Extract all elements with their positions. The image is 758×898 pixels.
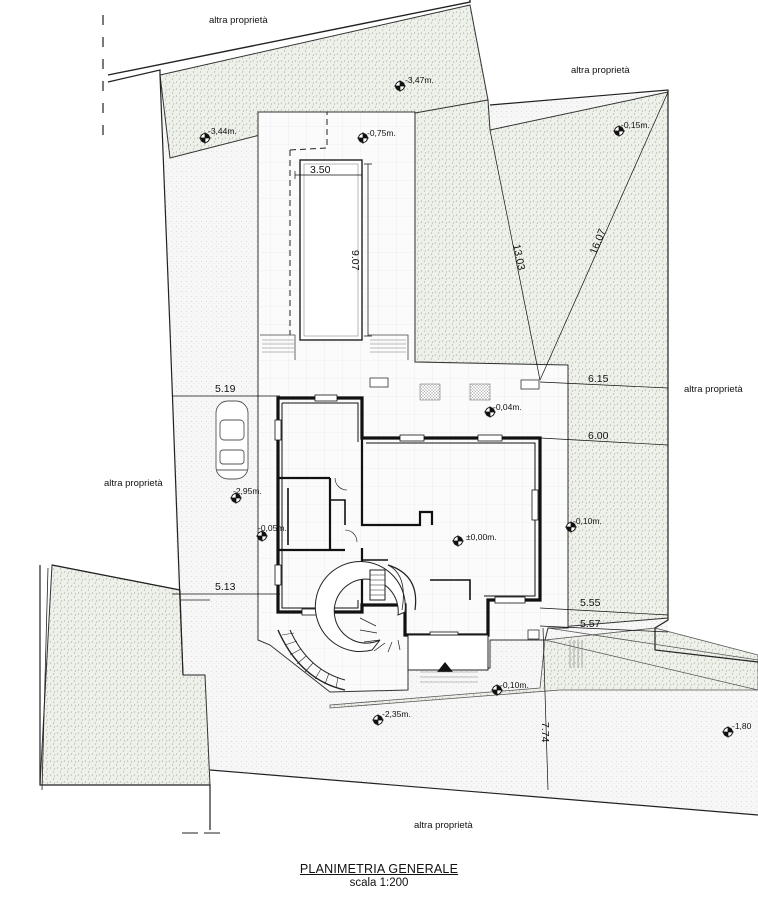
pool-inner <box>303 163 359 337</box>
boundary-southwest <box>39 564 211 830</box>
door-swing-2 <box>334 477 348 491</box>
pool-deck-left <box>260 334 296 360</box>
elevation-e5: -0,04m. <box>493 402 522 412</box>
elevation-e8: ±0,00m. <box>466 532 497 542</box>
elevation-marker-icon <box>372 714 384 726</box>
elevation-e9: -0,10m. <box>573 516 602 526</box>
house-partition-3 <box>287 488 346 545</box>
pool-deck-right <box>368 334 409 360</box>
dim-right-4: 5.57 <box>580 618 601 630</box>
property-label-left: altra proprietà <box>104 478 163 489</box>
dim-pool-width: 3.50 <box>310 164 331 176</box>
elevation-marker-icon <box>256 530 268 542</box>
dim-pool-length: 9.07 <box>349 250 361 271</box>
property-label-top: altra proprietà <box>209 15 268 26</box>
curved-ramp <box>277 629 346 691</box>
elevation-marker-icon <box>357 132 369 144</box>
boundary-access-lines <box>180 599 210 676</box>
elevation-e11: -2,35m. <box>382 709 411 719</box>
elevation-marker-icon <box>491 684 503 696</box>
boundary-north <box>107 0 471 76</box>
elevation-marker-icon <box>722 726 734 738</box>
small-box-3 <box>527 629 540 640</box>
dim-left-bottom: 5.13 <box>215 581 236 593</box>
elevation-marker-icon <box>613 125 625 137</box>
boundary-north-inner <box>107 69 161 83</box>
boundary-west <box>159 74 184 676</box>
dim-right-3: 5.55 <box>580 597 601 609</box>
elevation-marker-icon <box>452 535 464 547</box>
dim-diag-a: 13.03 <box>510 243 527 271</box>
small-box-2 <box>520 379 540 390</box>
spiral-stair <box>314 561 417 653</box>
dim-right-2: 6.00 <box>588 430 609 442</box>
dimension-lines <box>172 91 669 791</box>
elevation-marker-icon <box>394 80 406 92</box>
pool-steps-right <box>370 339 406 353</box>
property-label-bottom: altra proprietà <box>414 820 473 831</box>
small-box-1 <box>369 377 389 388</box>
title-block: PLANIMETRIA GENERALE scala 1:200 <box>0 862 758 889</box>
elevation-marker-icon <box>484 406 496 418</box>
grate-1 <box>419 383 441 401</box>
pool-dashed-line <box>289 112 328 335</box>
elevation-e2: -3,44m. <box>208 126 237 136</box>
elevation-marker-icon <box>565 521 577 533</box>
elevation-e4: -0,15m. <box>621 120 650 130</box>
elevation-e10: -0,10m. <box>500 680 529 690</box>
boundary-east <box>489 89 758 663</box>
side-steps <box>569 640 583 668</box>
elevation-e6: -2,95m. <box>233 486 262 496</box>
house-partition-1 <box>278 476 345 552</box>
drawing-title: PLANIMETRIA GENERALE <box>299 862 459 876</box>
dim-left-top: 5.19 <box>215 383 236 395</box>
elevation-e7: -0,05m. <box>258 523 287 533</box>
elevation-markers <box>199 80 734 738</box>
drawing-scale: scala 1:200 <box>349 877 409 889</box>
dim-right-1: 6.15 <box>588 373 609 385</box>
elevation-e3: -0,75m. <box>367 128 396 138</box>
entrance-portico <box>407 634 489 683</box>
property-label-right: altra proprietà <box>684 384 743 395</box>
elevation-e1: -3,47m. <box>405 75 434 85</box>
elevation-e12: -1,80 <box>732 721 752 731</box>
pool <box>299 159 363 341</box>
boundary-west-offset <box>41 567 49 791</box>
elevation-marker-icon <box>230 492 242 504</box>
car-icon <box>215 400 249 480</box>
curved-stair <box>387 564 417 611</box>
boundary-south <box>209 769 758 816</box>
entrance-arrow-icon <box>437 662 453 672</box>
property-label-top-right: altra proprietà <box>571 65 630 76</box>
door-swing-1 <box>344 529 358 543</box>
elevation-marker-icon <box>199 132 211 144</box>
pool-steps-left <box>262 339 294 353</box>
dim-bottom-vert: 7.74 <box>539 722 551 743</box>
edge-right-lower <box>544 627 758 691</box>
grate-2 <box>469 383 491 401</box>
house-partition-4 <box>361 559 471 600</box>
